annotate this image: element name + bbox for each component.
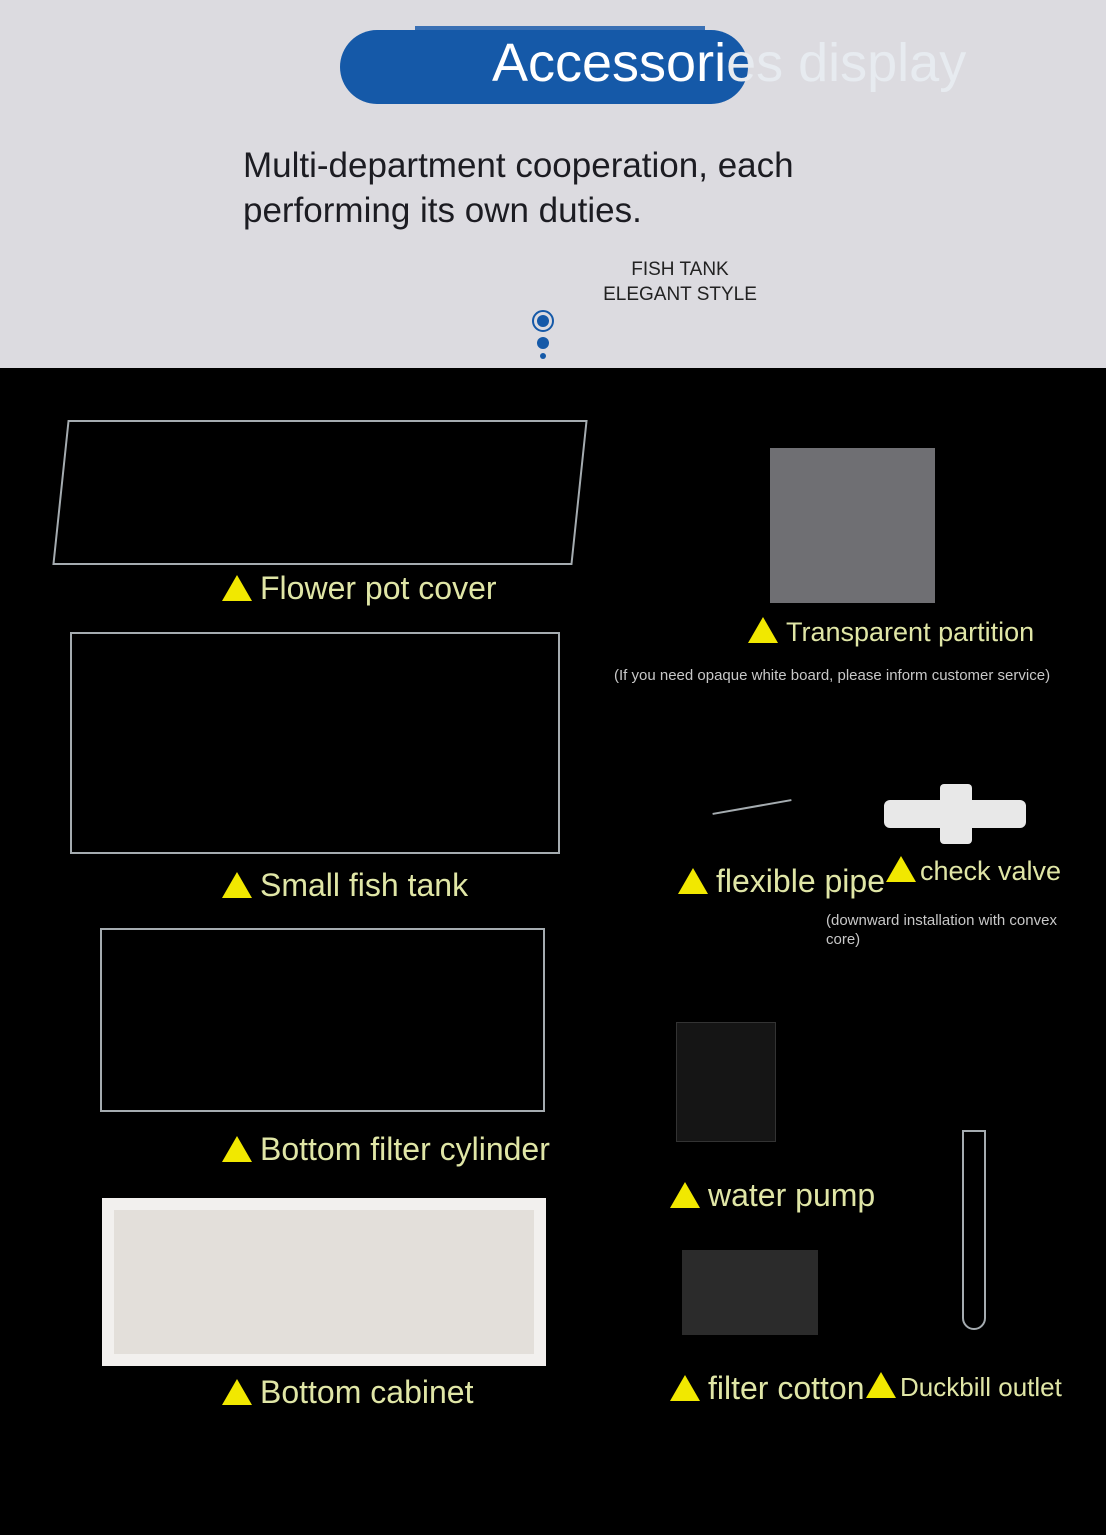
cabinet-image <box>102 1198 546 1366</box>
triangle-icon <box>222 1379 252 1405</box>
label-flower-pot-cover: Flower pot cover <box>222 570 497 607</box>
label-text: flexible pipe <box>716 863 885 899</box>
check-valve-body <box>940 784 972 844</box>
label-transparent-partition: Transparent partition <box>748 617 1034 648</box>
duckbill-outlet-image <box>962 1130 986 1330</box>
triangle-icon <box>886 856 916 882</box>
partition-image <box>770 448 935 603</box>
triangle-icon <box>678 868 708 894</box>
triangle-icon <box>866 1372 896 1398</box>
label-bottom-cabinet: Bottom cabinet <box>222 1374 473 1411</box>
title-fade: es display <box>726 33 967 93</box>
filter-cotton-image <box>682 1250 818 1335</box>
label-duckbill-outlet: Duckbill outlet <box>866 1372 1062 1403</box>
label-text: Flower pot cover <box>260 570 497 606</box>
title-pill <box>340 30 748 104</box>
label-text: Bottom filter cylinder <box>260 1131 550 1167</box>
check-valve-note: (downward installation with convex core) <box>826 912 1057 948</box>
label-filter-cotton: filter cotton <box>670 1370 865 1407</box>
triangle-icon <box>670 1182 700 1208</box>
triangle-icon <box>222 872 252 898</box>
label-text: Bottom cabinet <box>260 1374 474 1410</box>
subtitle: Multi-department cooperation, each perfo… <box>243 146 794 230</box>
triangle-icon <box>222 1136 252 1162</box>
label-water-pump: water pump <box>670 1177 875 1214</box>
tag-line: FISH TANK ELEGANT STYLE <box>560 257 800 307</box>
label-text: water pump <box>708 1177 876 1213</box>
label-text: Transparent partition <box>786 617 1035 647</box>
title-main: Accessori <box>492 33 727 93</box>
label-text: Duckbill outlet <box>900 1372 1062 1402</box>
header-banner: Accessories display Multi-department coo… <box>0 0 1106 368</box>
label-check-valve: check valve <box>886 856 1061 887</box>
page-title: Accessories display <box>492 32 966 94</box>
tag-line-1: FISH TANK <box>631 259 729 280</box>
flexible-pipe-image <box>712 799 792 815</box>
triangle-icon <box>222 575 252 601</box>
tag-line-2: ELEGANT STYLE <box>603 284 757 305</box>
label-bottom-filter-cylinder: Bottom filter cylinder <box>222 1131 550 1168</box>
small-fish-tank-image <box>70 632 560 854</box>
flower-pot-cover-image <box>52 420 588 565</box>
label-text: check valve <box>920 856 1062 886</box>
water-pump-image <box>676 1022 776 1142</box>
partition-note: (If you need opaque white board, please … <box>614 667 1051 684</box>
label-text: filter cotton <box>708 1370 865 1406</box>
bottom-filter-cylinder-image <box>100 928 545 1112</box>
label-text: Small fish tank <box>260 867 469 903</box>
label-small-fish-tank: Small fish tank <box>222 867 468 904</box>
triangle-icon <box>748 617 778 643</box>
label-flexible-pipe: flexible pipe <box>678 863 885 900</box>
triangle-icon <box>670 1375 700 1401</box>
